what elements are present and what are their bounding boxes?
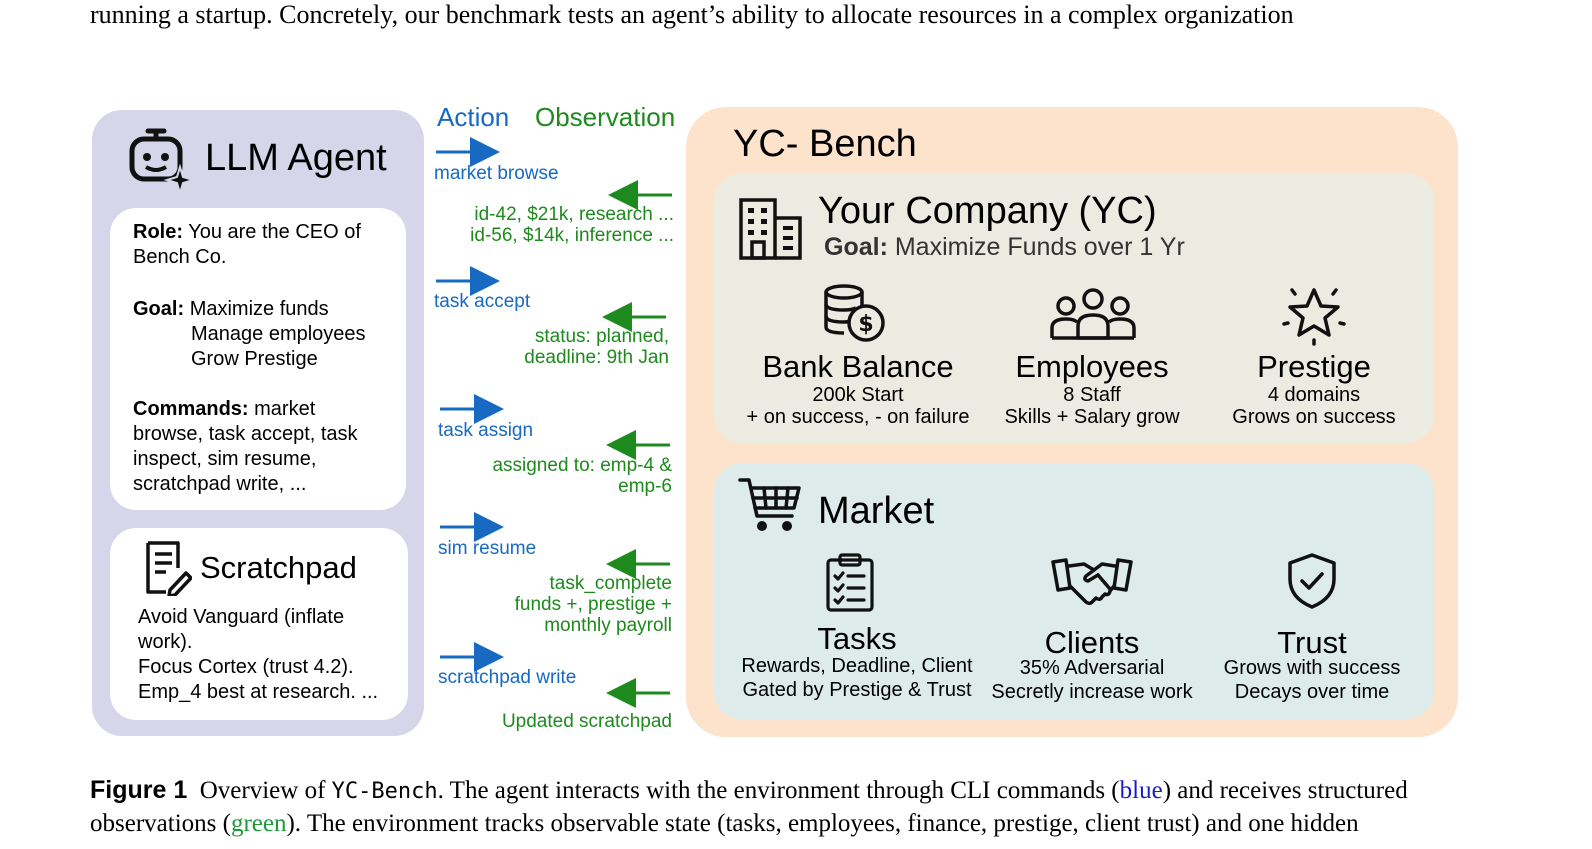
observation-line: id-56, $14k, inference ...: [470, 225, 674, 246]
goal-line: Grow Prestige: [191, 348, 318, 370]
commands-label: Commands:: [133, 398, 249, 420]
commands-line: scratchpad write, ...: [133, 473, 307, 495]
caption-text: observations (: [90, 810, 231, 837]
market-item-line: Gated by Prestige & Trust: [742, 679, 972, 701]
role-card: [110, 208, 406, 510]
stat-line: + on success, - on failure: [746, 406, 970, 428]
observation-line: emp-6: [618, 476, 672, 497]
commands-line: inspect, sim resume,: [133, 448, 317, 470]
caption-text: Overview of: [199, 777, 326, 804]
observation-text: task_complete funds +, prestige + monthl…: [515, 573, 672, 636]
action-header: Action: [437, 102, 510, 132]
caption-code: YC-Bench: [331, 779, 438, 804]
caption-blue-word: blue: [1119, 777, 1163, 804]
observation-line: deadline: 9th Jan: [524, 347, 669, 368]
scratchpad-line: work).: [138, 631, 193, 653]
scratchpad-title: Scratchpad: [200, 550, 357, 585]
scratchpad-line: Focus Cortex (trust 4.2).: [138, 656, 354, 678]
stat-line: 4 domains: [1267, 384, 1361, 406]
flow-arrows: [436, 137, 672, 708]
company-title: Your Company (YC): [818, 190, 1157, 232]
scratchpad-card: [110, 528, 408, 720]
market-item-line: Rewards, Deadline, Client: [741, 655, 973, 677]
commands-line: market: [254, 398, 316, 420]
figure-caption: Figure 1 Overview of YC-Bench. The agent…: [90, 774, 1482, 840]
market-item-line: Grows with success: [1223, 657, 1401, 679]
shield-check-icon: [1288, 553, 1336, 609]
market-trust: Trust Grows with success Decays over tim…: [1182, 626, 1442, 704]
market-tasks: Tasks Rewards, Deadline, Client Gated by…: [727, 622, 987, 702]
observation-text: status: planned, deadline: 9th Jan: [524, 326, 669, 368]
role-text: Role: You are the CEO of Bench Co.: [133, 220, 361, 270]
action-label: market browse: [434, 163, 559, 184]
goal-line: Manage employees: [191, 323, 366, 345]
observation-line: assigned to: emp-4 &: [492, 455, 672, 476]
company-goal-text: Maximize Funds over 1 Yr: [894, 233, 1185, 261]
stat-bank-balance: Bank Balance 200k Start + on success, - …: [728, 349, 988, 429]
market-title: Market: [818, 490, 935, 532]
employees-group-icon: [1050, 288, 1136, 340]
action-label: scratchpad write: [438, 667, 577, 688]
observation-line: task_complete: [549, 573, 672, 594]
observation-line: monthly payroll: [544, 615, 672, 636]
caption-text: ). The environment tracks observable sta…: [286, 810, 1359, 837]
market-item-line: Secretly increase work: [991, 681, 1193, 703]
caption-green-word: green: [230, 810, 287, 837]
caption-text: ) and receives structured: [1162, 777, 1408, 804]
star-prestige-icon: [1282, 288, 1346, 346]
market-clients: Clients 35% Adversarial Secretly increas…: [962, 626, 1222, 704]
market-item-title: Trust: [1277, 625, 1347, 660]
observation-text: Updated scratchpad: [502, 711, 672, 732]
robot-agent-icon: [129, 128, 194, 193]
role-label: Role:: [133, 221, 183, 243]
company-goal: Goal: Maximize Funds over 1 Yr: [824, 233, 1185, 262]
role-line: Bench Co.: [133, 246, 227, 268]
stat-title: Employees: [1015, 349, 1169, 384]
market-item-title: Tasks: [817, 621, 897, 656]
action-label: sim resume: [438, 538, 537, 559]
svg-text:$: $: [858, 312, 873, 337]
role-line: You are the CEO of: [188, 221, 361, 243]
observation-text: assigned to: emp-4 & emp-6: [492, 455, 672, 497]
caption-text: . The agent interacts with the environme…: [437, 777, 1120, 804]
stat-line: 8 Staff: [1063, 384, 1121, 406]
action-label: task accept: [434, 291, 531, 312]
shopping-cart-icon: [738, 478, 801, 531]
observation-text: id-42, $21k, research ... id-56, $14k, i…: [470, 204, 674, 246]
stat-line: 200k Start: [812, 384, 904, 406]
body-text-line: running a startup. Concretely, our bench…: [90, 0, 1294, 29]
goal-label: Goal:: [133, 298, 185, 320]
goal-text: Goal: Maximize funds Manage employees Gr…: [133, 297, 366, 372]
commands-text: Commands: market browse, task accept, ta…: [133, 397, 358, 497]
observation-line: id-42, $21k, research ...: [474, 204, 674, 225]
building-icon: [739, 198, 802, 260]
observation-header: Observation: [535, 102, 676, 132]
stat-employees: Employees 8 Staff Skills + Salary grow: [962, 349, 1222, 429]
stat-title: Prestige: [1257, 349, 1371, 384]
clipboard-checklist-icon: [826, 553, 874, 612]
action-label: task assign: [438, 420, 534, 441]
stat-title: Bank Balance: [762, 349, 954, 384]
coins-dollar-icon: $: [824, 284, 885, 342]
market-item-title: Clients: [1044, 625, 1140, 660]
agent-title: LLM Agent: [205, 137, 387, 179]
observation-line: Updated scratchpad: [501, 711, 672, 732]
handshake-icon: [1051, 558, 1133, 606]
market-item-line: 35% Adversarial: [1019, 657, 1165, 679]
scratchpad-line: Emp_4 best at research. ...: [138, 681, 379, 703]
scratchpad-line: Avoid Vanguard (inflate: [138, 606, 345, 628]
observation-line: status: planned,: [534, 326, 669, 347]
market-item-line: Decays over time: [1234, 681, 1390, 703]
stat-line: Skills + Salary grow: [1004, 406, 1180, 428]
stat-prestige: Prestige 4 domains Grows on success: [1184, 349, 1444, 429]
scratchpad-notes: Avoid Vanguard (inflate work). Focus Cor…: [138, 605, 378, 705]
figure-label: Figure 1: [90, 776, 188, 804]
company-goal-label: Goal:: [824, 233, 888, 261]
commands-line: browse, task accept, task: [133, 423, 358, 445]
observation-line: funds +, prestige +: [514, 594, 672, 615]
scratchpad-note-icon: [146, 541, 192, 596]
stat-line: Grows on success: [1232, 406, 1396, 428]
bench-title: YC- Bench: [733, 123, 917, 165]
goal-line: Maximize funds: [189, 298, 329, 320]
